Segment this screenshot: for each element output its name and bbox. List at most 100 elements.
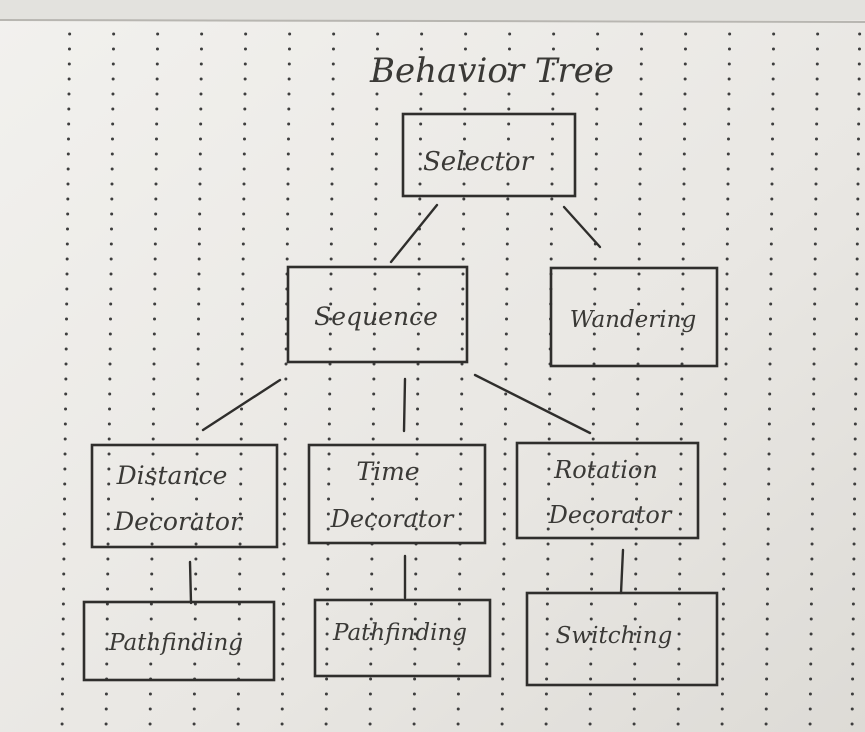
grid-dot (241, 302, 245, 306)
grid-dot (769, 317, 773, 321)
grid-dot (855, 257, 859, 261)
grid-dot (852, 557, 856, 561)
grid-dot (464, 32, 468, 36)
grid-dot (416, 332, 420, 336)
grid-dot (459, 437, 463, 441)
grid-dot (196, 407, 200, 411)
grid-dot (104, 707, 108, 711)
grid-dot (286, 212, 290, 216)
grid-dot (683, 47, 687, 51)
grid-dot (638, 197, 642, 201)
grid-dot (505, 302, 509, 306)
grid-dot (721, 677, 725, 681)
grid-dot (764, 707, 768, 711)
grid-dot (594, 167, 598, 171)
grid-dot (106, 542, 110, 546)
grid-dot (462, 182, 466, 186)
grid-dot (107, 467, 111, 471)
grid-dot (458, 587, 462, 591)
grid-dot (721, 617, 725, 621)
grid-dot (638, 182, 642, 186)
grid-dot (373, 317, 377, 321)
grid-dot (285, 257, 289, 261)
grid-dot (110, 152, 114, 156)
grid-dot (633, 647, 637, 651)
grid-dot (724, 377, 728, 381)
grid-dot (327, 467, 331, 471)
grid-dot (503, 452, 507, 456)
grid-dot (501, 602, 505, 606)
grid-dot (238, 587, 242, 591)
grid-dot (153, 272, 157, 276)
grid-dot (680, 392, 684, 396)
node-selector: Selector (401, 112, 577, 198)
grid-dot (595, 47, 599, 51)
grid-dot (287, 77, 291, 81)
grid-dot (546, 542, 550, 546)
grid-dot (238, 572, 242, 576)
grid-dot (194, 572, 198, 576)
grid-dot (677, 647, 681, 651)
grid-dot (550, 212, 554, 216)
grid-dot (591, 452, 595, 456)
grid-dot (371, 452, 375, 456)
grid-dot (152, 362, 156, 366)
grid-dot (678, 512, 682, 516)
grid-dot (853, 497, 857, 501)
node-rotation-decorator: Rotation Decorator (515, 441, 700, 540)
grid-dot (502, 557, 506, 561)
node-label-line-2: Decorator (113, 507, 244, 536)
grid-dot (640, 32, 644, 36)
grid-dot (766, 512, 770, 516)
grid-dot (501, 677, 505, 681)
grid-dot (105, 647, 109, 651)
grid-dot (851, 632, 855, 636)
grid-dot (588, 707, 592, 711)
grid-dot (149, 647, 153, 651)
grid-dot (853, 467, 857, 471)
grid-dot (371, 467, 375, 471)
grid-dot (723, 422, 727, 426)
grid-dot (588, 692, 592, 696)
grid-dot (765, 677, 769, 681)
grid-dot (330, 212, 334, 216)
grid-dot (853, 422, 857, 426)
grid-dot (507, 122, 511, 126)
grid-dot (681, 257, 685, 261)
grid-dot (281, 677, 285, 681)
grid-dot (679, 452, 683, 456)
grid-dot (416, 347, 420, 351)
grid-dot (463, 77, 467, 81)
grid-dot (549, 257, 553, 261)
grid-dot (722, 572, 726, 576)
grid-dot (374, 212, 378, 216)
grid-dot (682, 182, 686, 186)
grid-dot (105, 632, 109, 636)
grid-dot (241, 287, 245, 291)
grid-dot (634, 572, 638, 576)
grid-dot (414, 512, 418, 516)
grid-dot (325, 632, 329, 636)
grid-dot (589, 617, 593, 621)
grid-dot (506, 182, 510, 186)
edge-selector-sequence (389, 203, 439, 264)
grid-dot (593, 257, 597, 261)
grid-dot (460, 392, 464, 396)
grid-dot (851, 647, 855, 651)
grid-dot (636, 332, 640, 336)
grid-dot (462, 137, 466, 141)
grid-dot (195, 467, 199, 471)
grid-dot (813, 272, 817, 276)
grid-dot (243, 107, 247, 111)
grid-dot (680, 332, 684, 336)
grid-dot (765, 662, 769, 666)
grid-dot (150, 572, 154, 576)
grid-dot (549, 242, 553, 246)
grid-dot (238, 512, 242, 516)
grid-dot (415, 422, 419, 426)
grid-dot (458, 572, 462, 576)
grid-dot (506, 167, 510, 171)
grid-dot (150, 542, 154, 546)
grid-dot (814, 212, 818, 216)
grid-dot (503, 497, 507, 501)
